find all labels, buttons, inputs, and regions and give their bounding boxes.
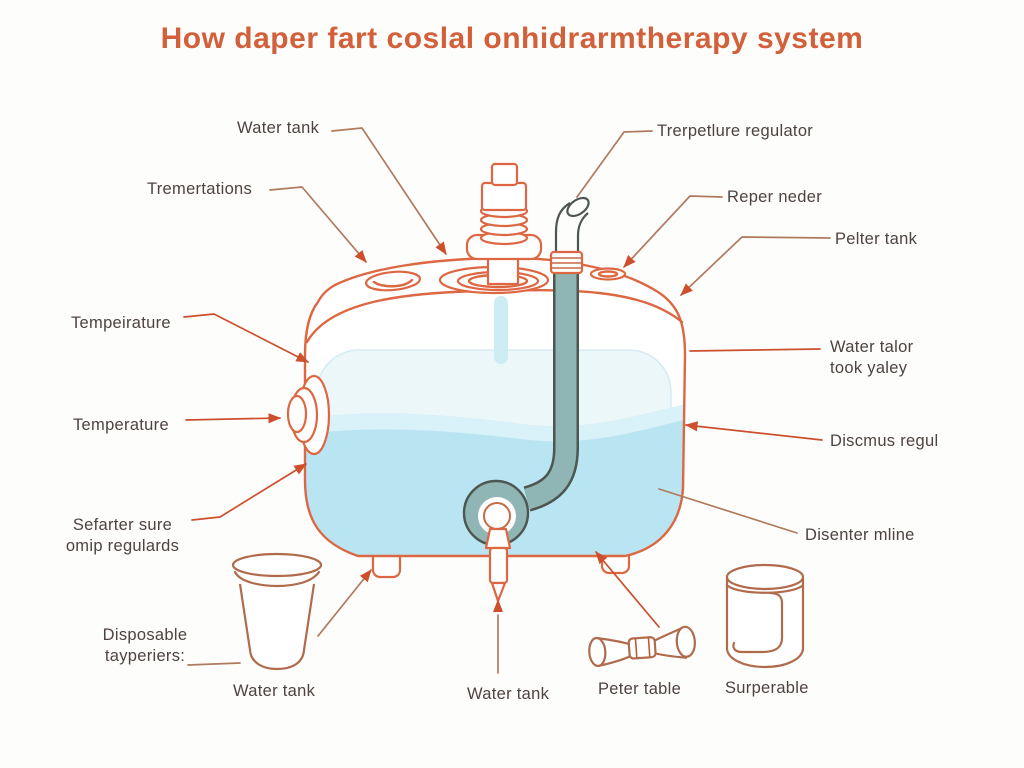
leader-tremertations [269,186,367,263]
leader-water-tank-top [331,127,447,255]
water-stream [494,296,508,364]
accessories [231,552,805,671]
label-water-tank-bottom-left: Water tank [233,682,316,700]
label-reper-neder: Reper neder [727,188,823,206]
leader-reper-neder [623,195,723,268]
leader-discmus [684,421,823,441]
label-surperable: Surperable [725,679,809,697]
leader-disposable [187,662,241,666]
label-water-talor: Water talor took yaley [830,338,914,377]
pipe-collar [549,250,584,275]
label-disenter: Disenter mline [805,526,915,544]
tank-outline [303,256,687,558]
label-pelter-tank: Pelter tank [835,230,918,248]
label-disposable: Disposable tayperiers: [102,626,188,665]
label-peter-table: Peter table [598,680,682,698]
leader-spool-to-tank [595,551,660,628]
label-water-tank-top: Water tank [237,119,320,137]
water-surface-band [305,402,685,442]
canister [725,563,805,669]
temperature-valve-assembly [465,162,543,286]
leader-disenter [658,488,798,534]
label-discmus: Discmus regul [830,432,939,450]
label-tremertations: Tremertations [147,180,253,198]
leader-temperature [185,413,282,424]
diagram-title: How daper fart coslal onhidrarmtherapy s… [160,22,864,55]
label-water-tank-bottom-center: Water tank [467,685,550,703]
label-sefarter: Sefarter sure omip regulards [65,516,180,555]
water-tank-body [286,162,687,579]
leader-water-talor [689,348,821,352]
bulb-port [483,502,511,530]
leader-lines [183,127,831,674]
label-tempeirature: Tempeirature [71,314,171,332]
leader-trerpetlure [576,130,653,198]
bottom-nozzle [484,527,512,603]
label-temperature: Temperature [73,416,169,434]
spool [588,625,696,668]
leader-sefarter [191,463,308,521]
cup [231,552,323,671]
side-knob [286,374,331,456]
leader-tempeirature [183,313,310,363]
leader-cup-to-foot [317,569,372,637]
nozzle-arrowhead [493,599,503,612]
leader-pelter-tank [680,236,831,296]
pipe-gooseneck [554,196,590,252]
label-trerpetlure-regulator: Trerpetlure regulator [657,122,814,140]
internal-pipe [462,196,590,603]
